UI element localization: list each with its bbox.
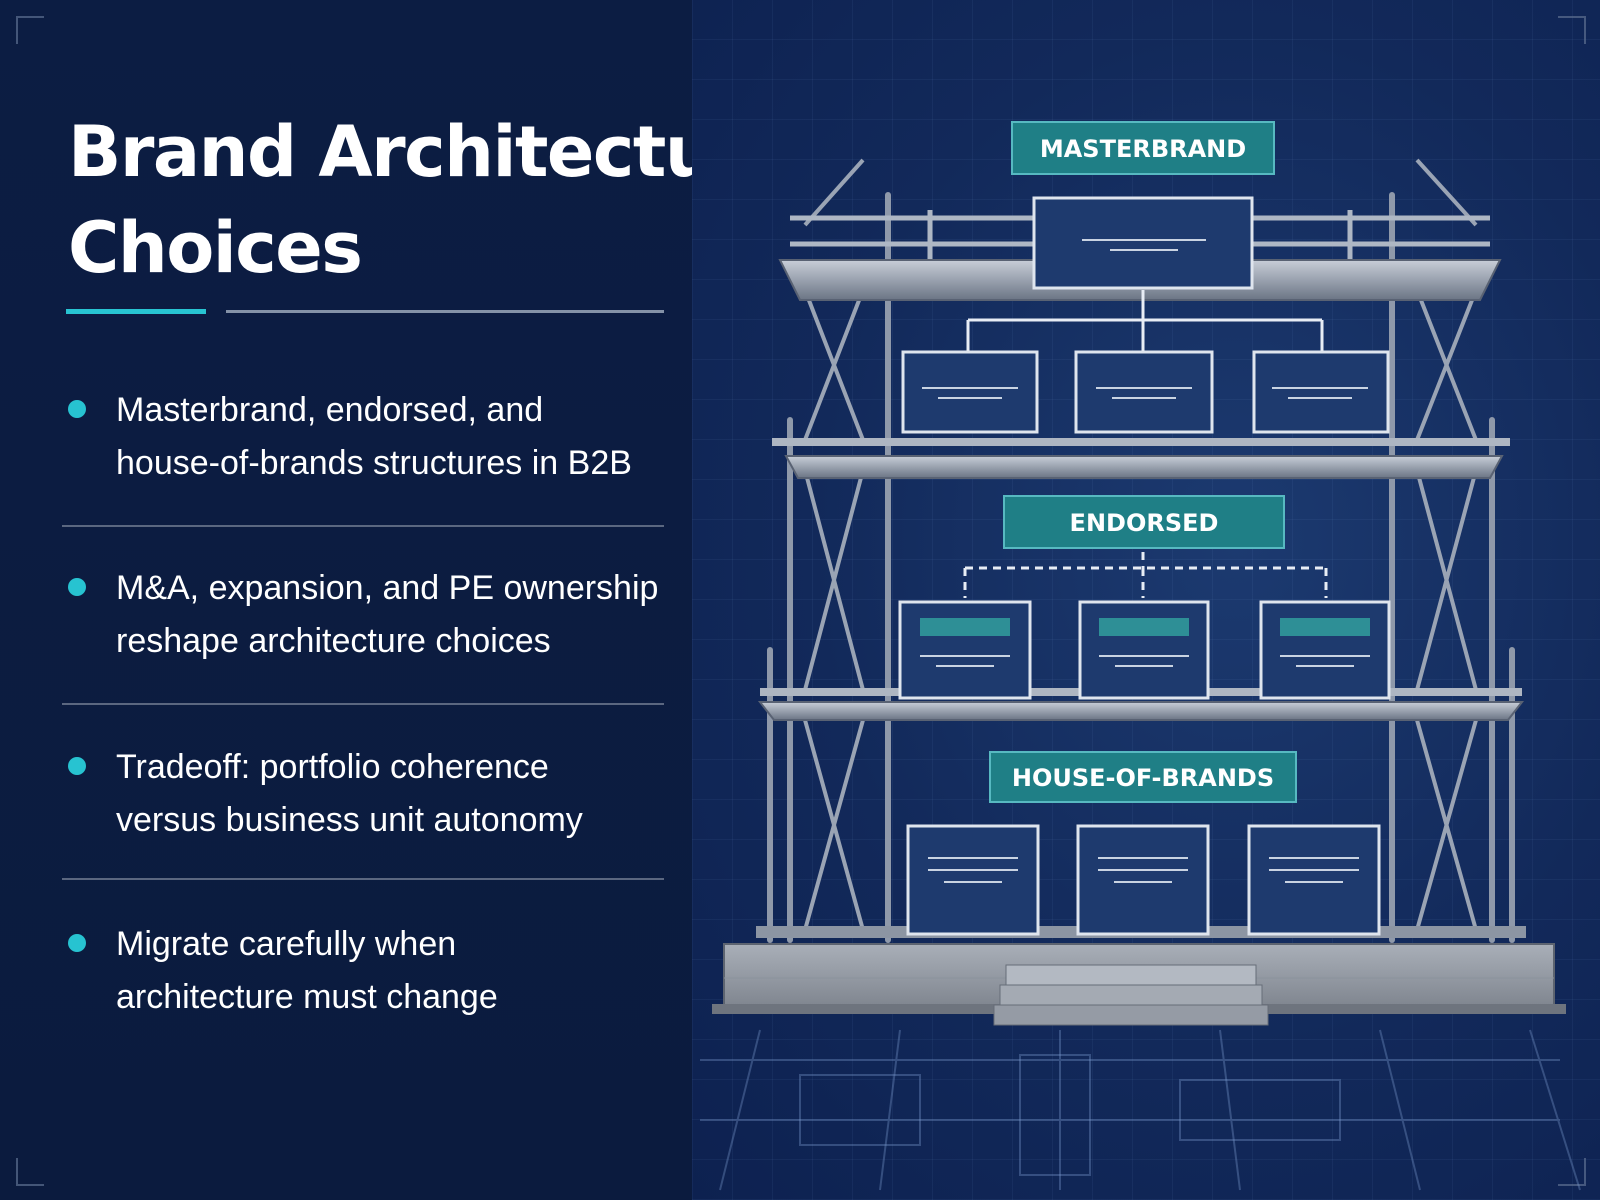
bullet-dot-icon — [68, 400, 86, 418]
masterbrand-tier — [901, 121, 1390, 434]
scaffold-outer-posts — [767, 192, 1515, 943]
bullet-text-line-1: M&A, expansion, and PE ownership — [116, 569, 659, 607]
endorsed-label: ENDORSED — [1070, 509, 1219, 537]
bullet-dot-icon — [68, 757, 86, 775]
masterbrand-label: MASTERBRAND — [1040, 135, 1246, 163]
title-rule — [226, 310, 664, 313]
house-of-brands-tier — [906, 751, 1381, 936]
slide-title-line-1: Brand Architecture — [68, 111, 794, 193]
text-panel: Brand Architecture Choices Masterbrand, … — [0, 0, 794, 1200]
corner-mark — [16, 1158, 44, 1186]
bullet-text: M&A, expansion, and PE ownership reshape… — [116, 562, 676, 668]
bullet-divider — [62, 703, 664, 705]
floor-blueprint — [700, 1029, 1581, 1191]
title-accent-rule — [66, 309, 206, 314]
bullet-dot-icon — [68, 578, 86, 596]
concrete-base — [712, 943, 1566, 1026]
bullet-text-line-2: reshape architecture choices — [116, 622, 551, 660]
bullet-text: Tradeoff: portfolio coherence versus bus… — [116, 741, 676, 847]
house-of-brands-label: HOUSE-OF-BRANDS — [1012, 764, 1274, 792]
endorsed-tier — [898, 495, 1391, 700]
bullet-text: Masterbrand, endorsed, and house-of-bran… — [116, 384, 676, 490]
bullet-divider — [62, 525, 664, 527]
bullet-text-line-2: architecture must change — [116, 978, 498, 1016]
bullet-divider — [62, 878, 664, 880]
slide-title-line-2: Choices — [68, 207, 363, 289]
bullet-text-line-2: house-of-brands structures in B2B — [116, 444, 632, 482]
bullet-text: Migrate carefully when architecture must… — [116, 918, 676, 1024]
corner-mark — [1558, 16, 1586, 44]
bullet-dot-icon — [68, 934, 86, 952]
scaffold-braces — [803, 158, 1478, 931]
bullet-text-line-1: Tradeoff: portfolio coherence — [116, 748, 549, 786]
corner-mark — [1558, 1158, 1586, 1186]
bullet-text-line-1: Masterbrand, endorsed, and — [116, 391, 544, 429]
bullet-text-line-2: versus business unit autonomy — [116, 801, 583, 839]
corner-mark — [16, 16, 44, 44]
slide-title: Brand Architecture Choices — [68, 104, 794, 296]
bullet-text-line-1: Migrate carefully when — [116, 925, 457, 963]
